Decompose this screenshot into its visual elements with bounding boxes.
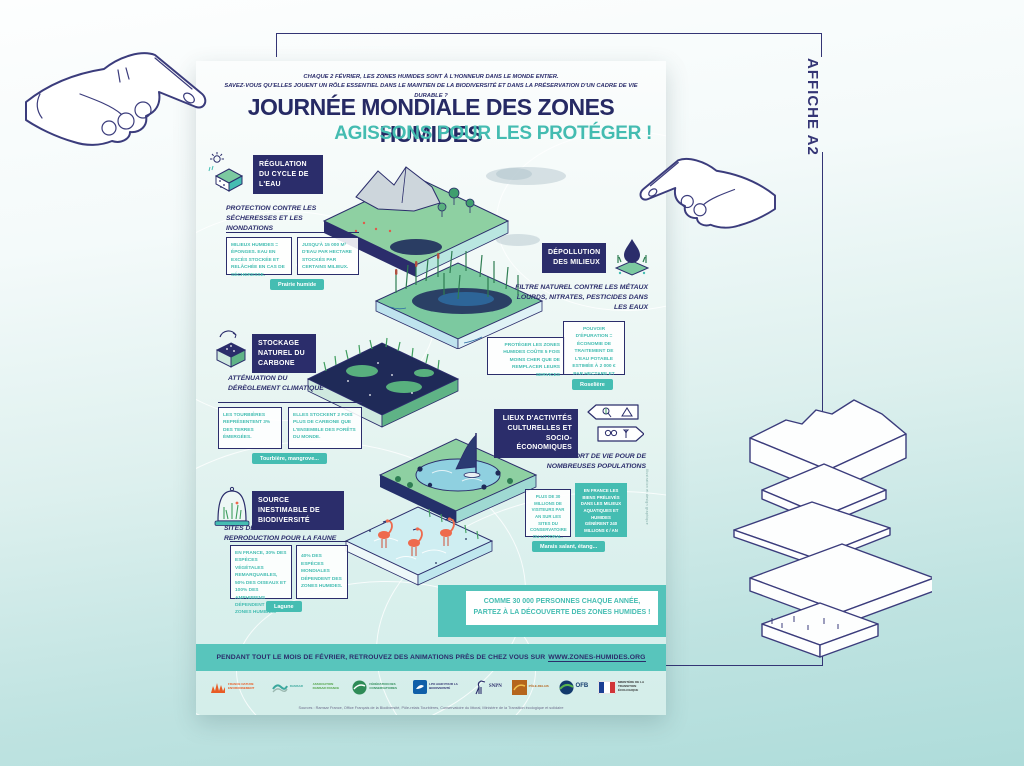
affiche-a2-label: AFFICHE A2	[804, 58, 821, 156]
section-desc-biodiversite: SITES DE REFUGE ET DE REPRODUCTION POUR …	[224, 525, 337, 543]
poster-intro: CHAQUE 2 FÉVRIER, LES ZONES HUMIDES SONT…	[210, 73, 652, 101]
layers-icon	[733, 399, 932, 658]
bracket-vertical-line	[822, 152, 823, 665]
banner-line-1: COMME 30 000 PERSONNES CHAQUE ANNÉE,	[483, 598, 641, 606]
logo-pole-relais: PÔLE-RELAIS	[511, 679, 549, 695]
pole-relais-icon	[511, 679, 527, 695]
etang-illustration	[378, 433, 538, 524]
logo-ministere: MINISTÈRE DE LA TRANSITION ÉCOLOGIQUE	[597, 680, 652, 694]
intro-line-1: CHAQUE 2 FÉVRIER, LES ZONES HUMIDES SONT…	[303, 74, 559, 80]
ramsar-icon	[271, 684, 288, 693]
sources-line: Sources : Ramsar France, Office Français…	[298, 706, 564, 710]
banner-message: COMME 30 000 PERSONNES CHAQUE ANNÉE, PAR…	[466, 591, 658, 625]
fact-activites-2: EN FRANCE LES BIENS PRÉLEVÉS DANS LES MI…	[575, 483, 627, 537]
footer-url: WWW.ZONES-HUMIDES.ORG	[548, 653, 646, 662]
fact-biodiversite-2: 40% DES ESPÈCES MONDIALES DÉPENDENT DES …	[296, 545, 348, 599]
fact-stockage-2: ELLES STOCKENT 2 FOIS PLUS DE CARBONE QU…	[288, 407, 362, 449]
logo-ofb: OFB	[558, 680, 588, 695]
logo-snpn: SNPN	[473, 679, 502, 695]
poster: CHAQUE 2 FÉVRIER, LES ZONES HUMIDES SONT…	[196, 61, 666, 715]
prairie-humide-illustration	[322, 166, 510, 278]
flamingo-icon	[378, 517, 455, 556]
section-title-stockage: STOCKAGE NATUREL DU CARBONE	[252, 334, 316, 374]
sponge-cube-icon	[208, 152, 244, 192]
fact-regulation-2: JUSQU'À 15 000 M³ D'EAU PAR HECTARE STOC…	[297, 237, 359, 275]
connector-line	[230, 541, 348, 542]
section-desc-stockage: ATTÉNUATION DU DÉRÈGLEMENT CLIMATIQUE	[228, 375, 324, 393]
section-title-depollution: DÉPOLLUTION DES MILIEUX	[542, 243, 606, 273]
section-title-biodiversite: SOURCE INESTIMABLE DE BIODIVERSITÉ	[252, 491, 344, 531]
ofb-globe-icon	[558, 680, 574, 694]
bracket-top-line	[276, 33, 822, 57]
french-flag-icon	[597, 680, 616, 694]
heron-icon	[475, 680, 485, 695]
tag-roseliere: Roselière	[572, 379, 613, 390]
credit-line: Illustration et design graphique	[645, 469, 649, 525]
lagune-illustration	[344, 506, 494, 586]
fact-regulation-1: MILIEUX HUMIDES = ÉPONGES. EAU EN EXCÈS …	[226, 237, 292, 278]
poster-subtitle: AGISSONS POUR LES PROTÉGER !	[334, 123, 652, 144]
fact-biodiversite-1: EN FRANCE, 30% DES ESPÈCES VÉGÉTALES REM…	[230, 545, 292, 615]
logo-federation-conservatoires: FÉDÉRATION DES CONSERVATOIRES	[352, 680, 403, 695]
banner-line-2: PARTEZ À LA DÉCOUVERTE DES ZONES HUMIDES…	[473, 609, 651, 616]
hedgehog-icon	[211, 683, 225, 693]
tag-lagune: Lagune	[266, 601, 302, 612]
cloud-icon	[486, 167, 566, 185]
logo-association-ramsar: ASSOCIATION RAMSAR FRANCE	[312, 682, 340, 690]
section-title-activites: LIEUX D'ACTIVITÉS CULTURELLES ET SOCIO-É…	[494, 409, 578, 459]
fact-stockage-1: LES TOURBIÈRES REPRÉSENTENT 3% DES TERRE…	[218, 407, 282, 449]
poster-title: JOURNÉE MONDIALE DES ZONES HUMIDES	[247, 94, 615, 147]
fact-activites-1: PLUS DE 30 MILLIONS DE VISITEURS PAR AN …	[525, 489, 571, 539]
footer-text: PENDANT TOUT LE MOIS DE FÉVRIER, RETROUV…	[216, 654, 546, 661]
cloud-icon	[496, 234, 540, 246]
signpost-icon	[587, 404, 644, 442]
tourbiere-illustration	[306, 337, 460, 428]
connector-line	[218, 402, 362, 403]
section-desc-regulation: PROTECTION CONTRE LES SÉCHERESSES ET LES…	[226, 205, 317, 233]
tag-marais-salant: Marais salant, étang...	[532, 541, 606, 552]
connector-line	[226, 232, 359, 233]
roseliere-illustration	[374, 250, 544, 349]
logo-lpo: LPO AGIR POUR LA BIODIVERSITÉ	[413, 680, 463, 694]
section-desc-depollution: FILTRE NATUREL CONTRE LES MÉTAUX LOURDS,…	[515, 284, 648, 312]
bracket-bottom-line	[659, 665, 823, 666]
water-drop-icon	[614, 239, 650, 276]
leaf-globe-icon	[352, 680, 367, 694]
footer-band: PENDANT TOUT LE MOIS DE FÉVRIER, RETROUV…	[196, 644, 666, 671]
tag-tourbiere: Tourbière, mangrove...	[252, 453, 327, 464]
carbon-cube-icon	[215, 330, 247, 368]
section-desc-activites: SUPPORT DE VIE POUR DE NOMBREUSES POPULA…	[546, 453, 646, 471]
logo-fne: FRANCE NATURE ENVIRONNEMENT	[210, 680, 262, 694]
fact-depollution-2: POUVOIR D'ÉPURATION = ÉCONOMIE DE TRAITE…	[563, 321, 625, 384]
right-hand-icon	[639, 157, 776, 229]
tag-prairie-humide: Prairie humide	[270, 279, 325, 290]
bell-jar-icon	[214, 486, 250, 526]
fact-depollution-1: PROTÉGER LES ZONES HUMIDES COÛTE 5 FOIS …	[487, 337, 565, 378]
logo-ramsar: RAMSAR	[271, 681, 303, 693]
partner-logos: FRANCE NATURE ENVIRONNEMENT RAMSAR ASSOC…	[202, 672, 660, 702]
intro-line-2: SAVEZ-VOUS QU'ELLES JOUENT UN RÔLE ESSEN…	[224, 83, 638, 99]
lpo-bird-icon	[413, 680, 428, 694]
section-title-regulation: RÉGULATION DU CYCLE DE L'EAU	[253, 155, 323, 195]
left-hand-icon	[25, 52, 207, 146]
